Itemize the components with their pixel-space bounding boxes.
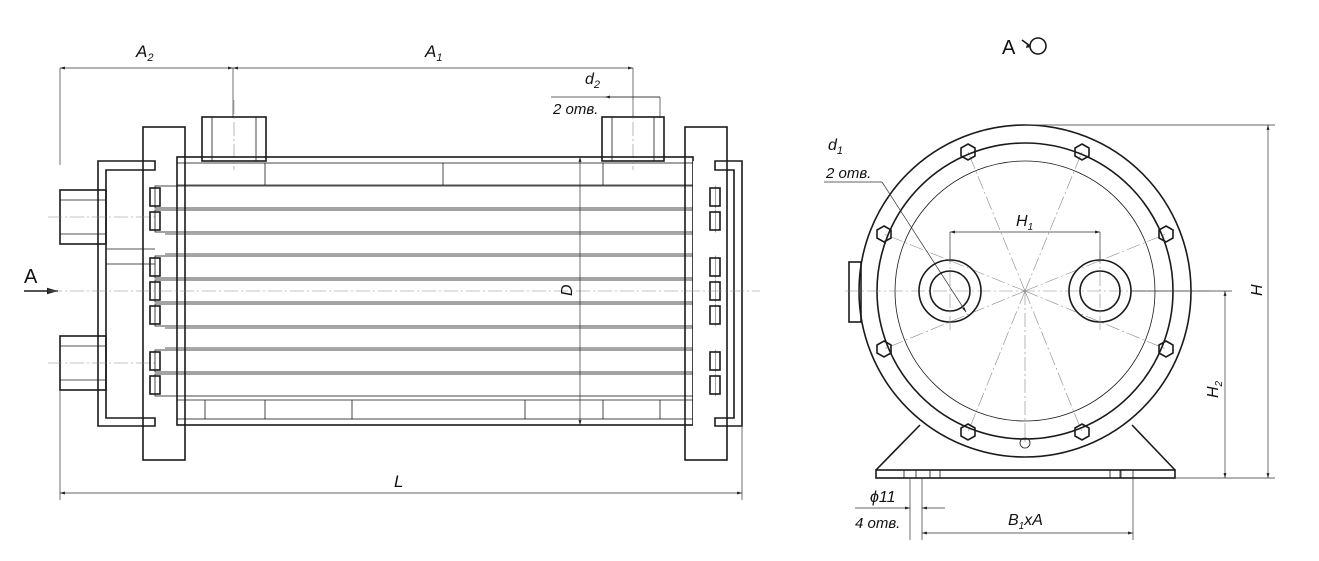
dim-label-h1: H1 xyxy=(1016,213,1033,233)
support-saddle xyxy=(875,424,1176,479)
dim-label-phi11-holes: 4 отв. xyxy=(855,515,900,532)
dim-label-d: D xyxy=(559,284,576,296)
dim-label-d2: d2 xyxy=(585,71,600,91)
left-end-cap xyxy=(97,126,186,461)
side-view: A2 A1 d2 2 отв. xyxy=(24,42,760,500)
callout-d2: d2 2 отв. xyxy=(551,71,661,118)
callout-phi11: ϕ11 4 отв. xyxy=(855,478,945,540)
dim-label-a1: A1 xyxy=(424,42,442,64)
callout-d1: d1 2 отв. xyxy=(824,137,967,313)
dim-label-d1: d1 xyxy=(828,137,843,157)
construction-lines xyxy=(845,151,1210,443)
dimension-a-top: A2 A1 xyxy=(59,42,634,165)
dim-label-h2: H2 xyxy=(1205,380,1225,398)
end-view: A xyxy=(824,37,1275,540)
dim-label-l: L xyxy=(394,472,403,491)
dim-label-a2: A2 xyxy=(135,42,153,64)
bolt-holes xyxy=(876,143,1174,449)
view-arrow-a: A xyxy=(24,266,58,295)
rotation-arrow-icon xyxy=(1021,37,1047,55)
view-title: A xyxy=(1002,37,1016,59)
view-arrow-label: A xyxy=(24,266,38,288)
right-end-cap xyxy=(684,126,743,461)
left-tube-ends xyxy=(149,187,161,395)
dimension-h2: H2 xyxy=(1130,290,1232,478)
left-nozzles xyxy=(48,189,155,391)
side-stub xyxy=(848,261,862,323)
dim-label-d1-holes: 2 отв. xyxy=(825,165,871,182)
dim-label-phi11: ϕ11 xyxy=(870,489,896,506)
dimension-h1: H1 xyxy=(949,213,1101,262)
dimension-d: D xyxy=(559,157,582,425)
dimension-l: L xyxy=(59,390,743,500)
dim-label-b1xa: B1xA xyxy=(1008,512,1043,532)
dimension-b1xa: B1xA xyxy=(922,478,1134,540)
dim-label-h: H xyxy=(1249,284,1266,296)
dim-label-d2-holes: 2 отв. xyxy=(552,101,598,118)
top-nozzles xyxy=(201,100,665,170)
dimension-h: H xyxy=(1025,124,1275,479)
